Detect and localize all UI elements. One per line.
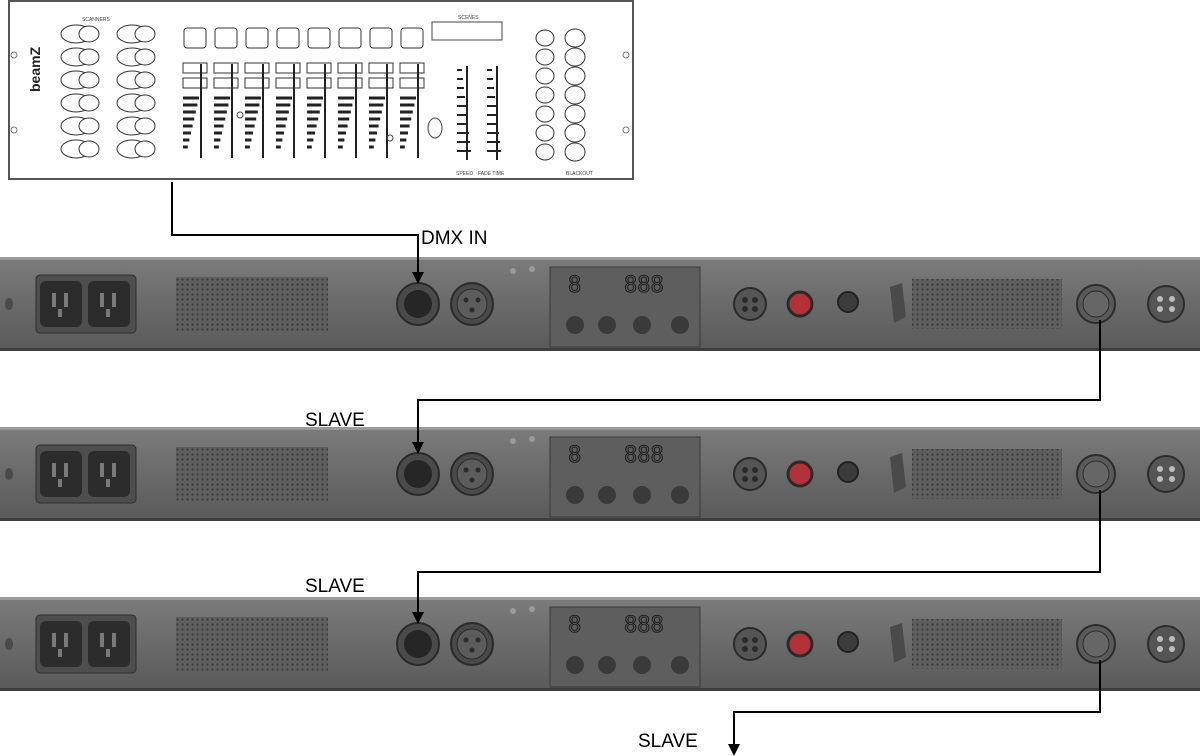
- brand-text: beamZ: [27, 46, 43, 92]
- channel-box: [244, 77, 270, 89]
- scanner-button: [116, 47, 156, 67]
- function-button: [564, 85, 586, 105]
- channel-box: [306, 62, 332, 74]
- cable-controller-to-unit-1: [171, 182, 424, 284]
- channel-box: [182, 77, 208, 89]
- scanner-button: [116, 24, 156, 44]
- slave-label-3: SLAVE: [638, 731, 698, 752]
- scene-button: [245, 27, 269, 49]
- indicator-led: [386, 134, 394, 142]
- channel-box: [399, 62, 425, 74]
- function-button: [535, 86, 555, 104]
- cable-unit-2-to-unit-3: [412, 490, 1101, 624]
- dmx-controller: beamZ SCANNERS SCENES SPEED FADE TIME BL…: [8, 0, 634, 180]
- function-button: [564, 123, 586, 143]
- scanner-button: [60, 47, 100, 67]
- function-button: [535, 29, 555, 47]
- unit-1-display-single: 8: [568, 273, 581, 298]
- function-button: [535, 67, 555, 85]
- scene-button: [369, 27, 393, 49]
- function-button: [564, 66, 586, 86]
- function-button: [535, 124, 555, 142]
- unit-2-display-single: 8: [568, 443, 581, 468]
- speed-label: SPEED: [456, 171, 473, 177]
- function-button: [535, 105, 555, 123]
- scene-button: [183, 27, 207, 49]
- scene-button: [400, 27, 424, 49]
- function-button: [564, 47, 586, 67]
- scanner-button: [116, 139, 156, 159]
- scanner-button: [60, 116, 100, 136]
- channel-box: [337, 77, 363, 89]
- scene-button: [338, 27, 362, 49]
- fixture-unit-3: 8 888: [0, 595, 1200, 693]
- channel-box: [399, 77, 425, 89]
- scenes-label: SCENES: [458, 15, 479, 21]
- scanner-button: [60, 70, 100, 90]
- channel-box: [368, 77, 394, 89]
- slave-label-2: SLAVE: [305, 576, 365, 597]
- function-buttons: [535, 28, 586, 162]
- cable-unit-1-to-unit-2: [412, 320, 1101, 454]
- fade-time-label: FADE TIME: [478, 171, 505, 177]
- function-button: [564, 142, 586, 162]
- dmx-in-label: DMX IN: [421, 228, 488, 249]
- slave-label-1: SLAVE: [305, 410, 365, 431]
- scene-button: [214, 27, 238, 49]
- unit-1-display-triple: 888: [624, 273, 664, 298]
- scanner-button: [116, 70, 156, 90]
- scanner-button: [116, 116, 156, 136]
- scanners-label: SCANNERS: [82, 17, 110, 23]
- dmx-cables: [171, 182, 1101, 756]
- fixture-unit-2: 8 888: [0, 425, 1200, 523]
- fixture-unit-1: 8 888: [0, 255, 1200, 353]
- fader-bank: [182, 27, 501, 160]
- channel-box: [275, 62, 301, 74]
- cable-unit-3-to-next: [728, 660, 1101, 756]
- scene-button: [307, 27, 331, 49]
- controller-brand-logo: beamZ: [27, 46, 43, 92]
- unit-2-display-triple: 888: [624, 443, 664, 468]
- scanner-button: [60, 139, 100, 159]
- channel-box: [213, 62, 239, 74]
- function-button: [564, 28, 586, 48]
- channel-box: [182, 62, 208, 74]
- channel-box: [244, 62, 270, 74]
- unit-3-display-triple: 888: [624, 613, 664, 638]
- channel-box: [213, 77, 239, 89]
- scanner-button: [60, 93, 100, 113]
- channel-box: [275, 77, 301, 89]
- unit-3-display-single: 8: [568, 613, 581, 638]
- scanner-button: [116, 93, 156, 113]
- scanner-button-grid: [60, 24, 156, 159]
- function-button: [535, 143, 555, 161]
- channel-box: [368, 62, 394, 74]
- channel-box: [306, 77, 332, 89]
- scanner-button: [60, 24, 100, 44]
- scene-button: [276, 27, 300, 49]
- function-button: [535, 48, 555, 66]
- blackout-label: BLACKOUT: [566, 171, 593, 177]
- indicator-led: [236, 111, 244, 119]
- function-button: [564, 104, 586, 124]
- channel-box: [337, 62, 363, 74]
